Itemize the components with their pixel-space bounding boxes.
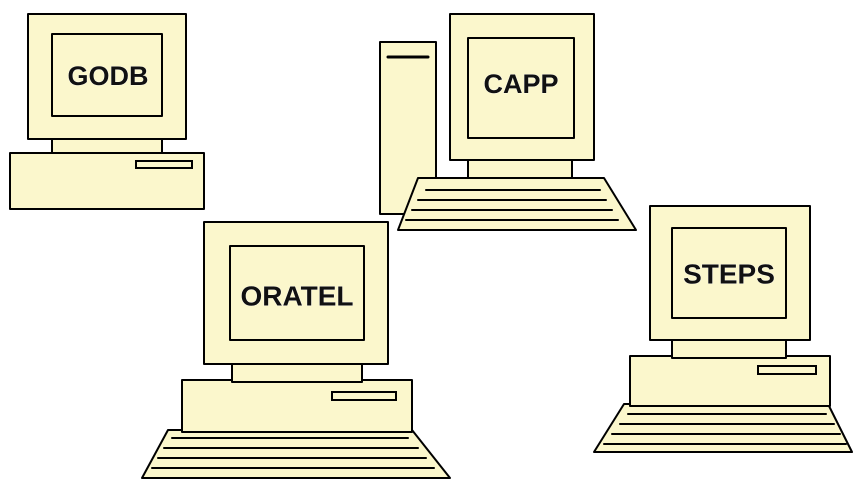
computer-label-godb: GODB xyxy=(68,61,149,91)
monitor-screen xyxy=(467,37,575,139)
keyboard-keys xyxy=(151,437,435,469)
monitor-screen xyxy=(229,245,365,341)
computer-label-steps: STEPS xyxy=(683,258,775,289)
monitor-screen xyxy=(51,33,163,117)
desktop-case xyxy=(629,355,831,407)
computer-label-capp: CAPP xyxy=(483,69,558,99)
monitor-screen xyxy=(671,227,787,319)
keyboard xyxy=(397,177,637,231)
drive-slot xyxy=(757,365,817,375)
drive-slot xyxy=(331,391,397,401)
desktop-case xyxy=(181,379,413,433)
computer-oratel: ORATEL xyxy=(141,221,451,479)
computer-label-oratel: ORATEL xyxy=(240,280,353,311)
keyboard-keys xyxy=(405,189,619,221)
drive-slot xyxy=(135,160,193,169)
keyboard-keys xyxy=(603,413,847,445)
computer-capp: CAPP xyxy=(379,13,637,231)
computer-godb: GODB xyxy=(9,13,205,210)
computer-steps: STEPS xyxy=(593,205,853,453)
